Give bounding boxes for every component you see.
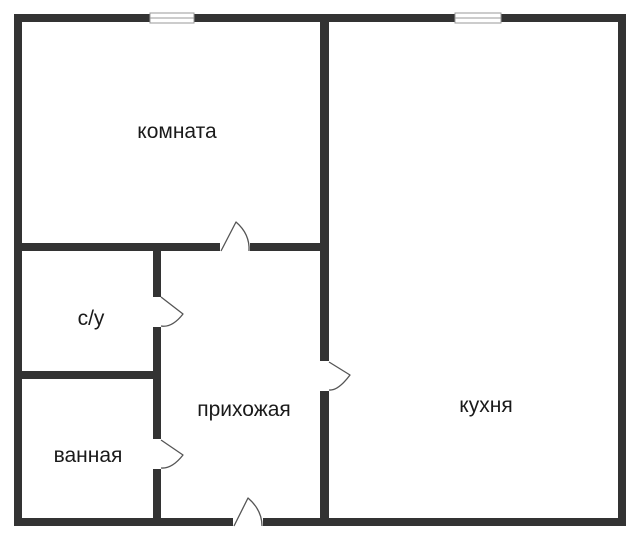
wall-kitchen-divider [320,14,329,526]
interior-walls [14,14,329,526]
windows [149,12,502,24]
label-hallway: прихожая [197,398,291,421]
label-bathroom: ванная [54,444,123,467]
door-bathroom [152,439,184,469]
doors [152,221,351,527]
door-wc [152,296,184,327]
door-room [220,221,250,252]
wall-wc-bath-divider [14,371,159,379]
wall-right [618,14,626,526]
label-room: комната [137,120,217,143]
window-room [149,12,195,24]
label-kitchen: кухня [459,394,512,417]
door-kitchen [319,361,351,391]
label-wc: с/у [78,307,105,330]
wall-room-bottom [14,243,324,251]
wall-left [14,14,22,526]
door-entrance [233,497,263,527]
window-kitchen [454,12,502,24]
wall-hallway-left [153,243,161,526]
room-labels: комната с/у ванная прихожая кухня [54,120,513,467]
